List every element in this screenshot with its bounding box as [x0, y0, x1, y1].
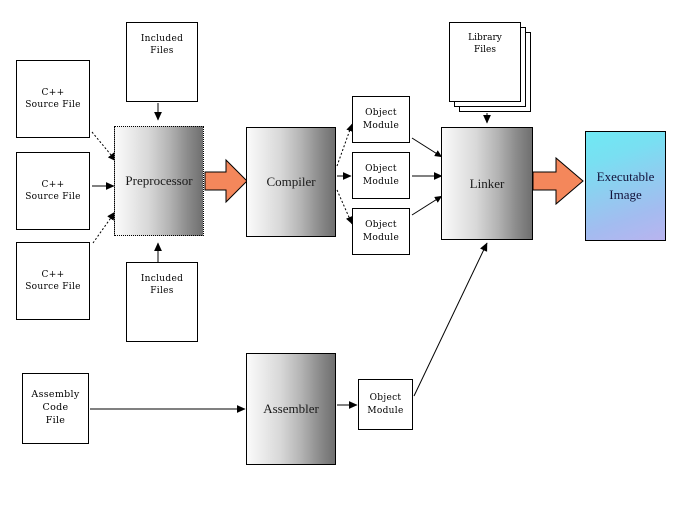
- block-arrow-preprocessor-to-compiler: [204, 158, 248, 204]
- library-files-layer-front: [449, 22, 521, 102]
- edge-object1-to-linker: [411, 137, 443, 158]
- node-assembler[interactable]: Assembler: [246, 353, 336, 465]
- block-arrow-linker-to-executable: [532, 156, 584, 206]
- library-files-label: Library Files: [468, 33, 502, 56]
- node-object-module-assembler[interactable]: Object Module: [358, 379, 413, 430]
- node-cpp-source-file-1[interactable]: C++ Source File: [16, 60, 90, 138]
- node-assembly-code-file[interactable]: Assembly Code File: [22, 373, 89, 444]
- node-cpp-source-file-3[interactable]: C++ Source File: [16, 242, 90, 320]
- edge-source1-to-preprocessor: [91, 131, 117, 162]
- node-object-module-2[interactable]: Object Module: [352, 152, 410, 199]
- node-included-files-top[interactable]: Included Files: [126, 22, 198, 102]
- edge-objectasm-to-linker: [413, 242, 488, 397]
- node-linker[interactable]: Linker: [441, 127, 533, 240]
- node-cpp-source-file-2[interactable]: C++ Source File: [16, 152, 90, 230]
- edge-compiler-to-object3: [336, 189, 353, 225]
- node-executable-image[interactable]: Executable Image: [585, 131, 666, 241]
- node-compiler[interactable]: Compiler: [246, 127, 336, 237]
- node-library-files[interactable]: Library Files: [449, 22, 533, 114]
- node-included-files-bottom[interactable]: Included Files: [126, 262, 198, 342]
- node-object-module-3[interactable]: Object Module: [352, 208, 410, 255]
- node-preprocessor[interactable]: Preprocessor: [114, 126, 204, 236]
- edge-source3-to-preprocessor: [92, 211, 116, 244]
- node-object-module-1[interactable]: Object Module: [352, 96, 410, 143]
- edge-compiler-to-object1: [336, 123, 353, 167]
- edge-object3-to-linker: [411, 195, 443, 216]
